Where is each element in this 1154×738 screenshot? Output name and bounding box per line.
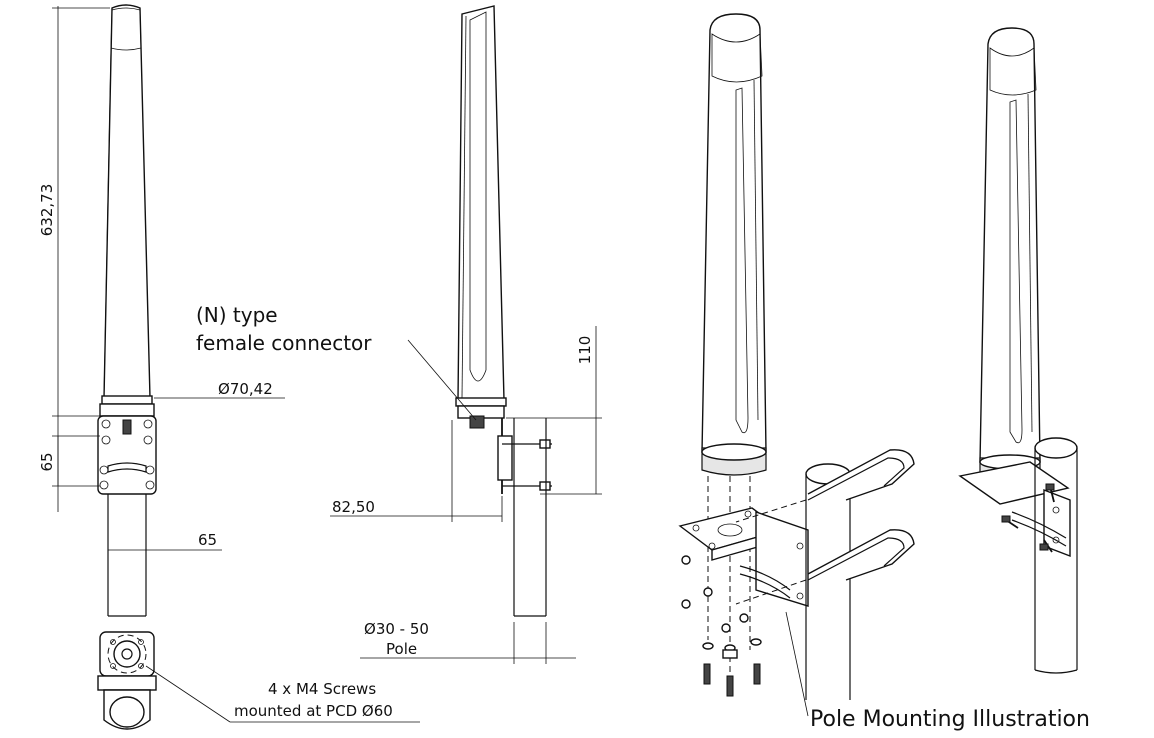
front-view: 632,73 Ø70,42 65 65 [38, 4, 285, 617]
assembled-isometric-view [958, 27, 1078, 674]
connector-label-line2: female connector [196, 331, 372, 355]
dim-mount-height: 110 [576, 336, 594, 365]
screws-label-line2: mounted at PCD Ø60 [234, 702, 393, 720]
dim-bracket-height: 65 [38, 452, 56, 471]
dim-height-total: 632,73 [38, 184, 56, 237]
connector-label-line1: (N) type [196, 303, 278, 327]
dim-offset: 82,50 [332, 498, 375, 516]
side-view: 110 82,50 Ø30 - 50 Pole (N) type female … [196, 5, 602, 664]
dim-base-diameter: Ø70,42 [218, 380, 273, 398]
screws-label-line1: 4 x M4 Screws [268, 680, 376, 698]
dim-bracket-width: 65 [198, 531, 217, 549]
bottom-view: 4 x M4 Screws mounted at PCD Ø60 [97, 631, 420, 730]
pole-label: Pole [386, 640, 417, 658]
exploded-isometric-view: Pole Mounting Illustration [678, 13, 1090, 732]
dim-pole-range: Ø30 - 50 [364, 620, 429, 638]
illustration-label: Pole Mounting Illustration [810, 707, 1090, 732]
